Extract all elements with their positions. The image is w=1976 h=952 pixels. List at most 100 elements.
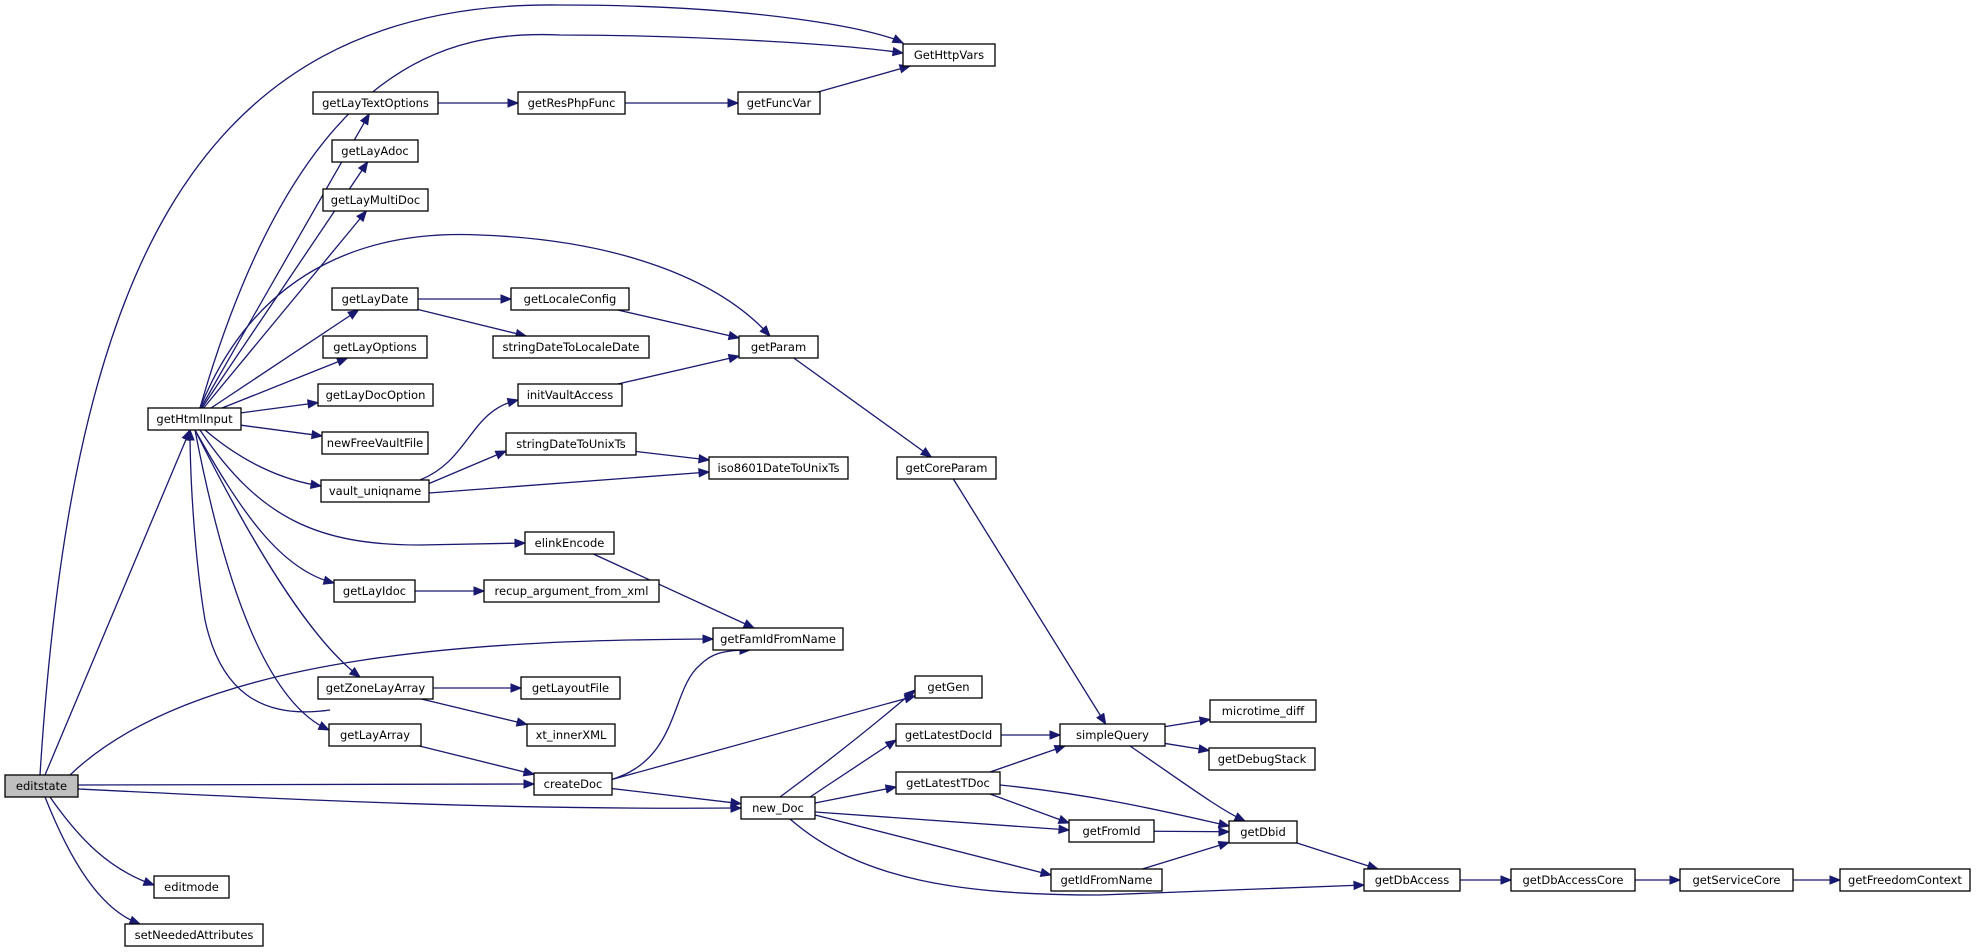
node-box[interactable] (153, 875, 230, 899)
node-editstate[interactable]: editstate (4, 774, 79, 798)
node-box[interactable] (333, 579, 416, 603)
node-getLayTextOptions[interactable]: getLayTextOptions (312, 91, 439, 115)
node-getLayoutFile[interactable]: getLayoutFile (520, 676, 621, 700)
node-box[interactable] (322, 335, 428, 359)
node-box[interactable] (1059, 723, 1166, 747)
node-box[interactable] (896, 456, 997, 480)
node-getFreedomContext[interactable]: getFreedomContext (1839, 868, 1971, 892)
edge-stringDateToUnixTs-to-iso8601DateToUnixTs (635, 450, 710, 461)
node-getGen[interactable]: getGen (914, 675, 983, 699)
node-recup_argument_from_xml[interactable]: recup_argument_from_xml (483, 579, 660, 603)
node-vault_uniqname[interactable]: vault_uniqname (320, 479, 430, 503)
node-getLayAdoc[interactable]: getLayAdoc (331, 139, 419, 163)
node-box[interactable] (331, 287, 419, 311)
node-getDbAccess[interactable]: getDbAccess (1363, 868, 1461, 892)
node-getLayDocOption[interactable]: getLayDocOption (317, 383, 434, 407)
node-getHtmlInput[interactable]: getHtmlInput (147, 407, 242, 431)
node-getResPhpFunc[interactable]: getResPhpFunc (517, 91, 626, 115)
node-initVaultAccess[interactable]: initVaultAccess (517, 383, 623, 407)
node-xt_innerXML[interactable]: xt_innerXML (526, 723, 616, 747)
node-getLayOptions[interactable]: getLayOptions (322, 335, 428, 359)
node-getLayIdoc[interactable]: getLayIdoc (333, 579, 416, 603)
node-getDbid[interactable]: getDbid (1228, 820, 1298, 844)
node-box[interactable] (737, 91, 821, 115)
node-box[interactable] (1839, 868, 1971, 892)
node-box[interactable] (124, 923, 264, 947)
node-simpleQuery[interactable]: simpleQuery (1059, 723, 1166, 747)
node-GetHttpVars[interactable]: GetHttpVars (902, 43, 996, 67)
node-editmode[interactable]: editmode (153, 875, 230, 899)
node-getFromId[interactable]: getFromId (1068, 819, 1155, 843)
node-getFamIdFromName[interactable]: getFamIdFromName (712, 627, 844, 651)
node-box[interactable] (517, 91, 626, 115)
node-box[interactable] (1363, 868, 1461, 892)
node-getLatestDocId[interactable]: getLatestDocId (895, 723, 1002, 747)
node-box[interactable] (317, 676, 434, 700)
node-getLayMultiDoc[interactable]: getLayMultiDoc (322, 188, 429, 212)
node-box[interactable] (492, 335, 650, 359)
node-getLayArray[interactable]: getLayArray (328, 723, 422, 747)
node-box[interactable] (1208, 747, 1316, 771)
node-box[interactable] (712, 627, 844, 651)
node-box[interactable] (321, 431, 429, 455)
node-box[interactable] (1050, 868, 1163, 892)
node-iso8601DateToUnixTs[interactable]: iso8601DateToUnixTs (708, 456, 849, 480)
node-getLayDate[interactable]: getLayDate (331, 287, 419, 311)
node-label: getLocaleConfig (524, 292, 617, 306)
node-box[interactable] (1209, 699, 1317, 723)
node-getLocaleConfig[interactable]: getLocaleConfig (510, 287, 630, 311)
edge-getParam-to-getCoreParam-arrowhead (919, 447, 933, 458)
node-box[interactable] (322, 188, 429, 212)
node-box[interactable] (738, 335, 819, 359)
node-box[interactable] (1228, 820, 1298, 844)
node-box[interactable] (4, 774, 79, 798)
node-label: getParam (751, 340, 806, 354)
node-getParam[interactable]: getParam (738, 335, 819, 359)
node-box[interactable] (902, 43, 996, 67)
node-stringDateToUnixTs[interactable]: stringDateToUnixTs (505, 432, 637, 456)
node-box[interactable] (520, 676, 621, 700)
node-getServiceCore[interactable]: getServiceCore (1679, 868, 1794, 892)
node-box[interactable] (533, 772, 613, 796)
node-box[interactable] (317, 383, 434, 407)
node-label: vault_uniqname (329, 484, 421, 498)
node-newFreeVaultFile[interactable]: newFreeVaultFile (321, 431, 429, 455)
node-box[interactable] (517, 383, 623, 407)
node-box[interactable] (320, 479, 430, 503)
node-setNeededAttributes[interactable]: setNeededAttributes (124, 923, 264, 947)
node-box[interactable] (895, 771, 1001, 795)
node-box[interactable] (526, 723, 616, 747)
node-box[interactable] (510, 287, 630, 311)
node-getFuncVar[interactable]: getFuncVar (737, 91, 821, 115)
node-box[interactable] (1679, 868, 1794, 892)
node-box[interactable] (505, 432, 637, 456)
node-box[interactable] (483, 579, 660, 603)
node-getDebugStack[interactable]: getDebugStack (1208, 747, 1316, 771)
node-box[interactable] (1068, 819, 1155, 843)
node-getZoneLayArray[interactable]: getZoneLayArray (317, 676, 434, 700)
node-box[interactable] (524, 531, 615, 555)
node-new_Doc[interactable]: new_Doc (740, 796, 816, 820)
edge-getLayArray-to-getHtmlInput (189, 429, 331, 713)
node-box[interactable] (740, 796, 816, 820)
node-stringDateToLocaleDate[interactable]: stringDateToLocaleDate (492, 335, 650, 359)
node-getDbAccessCore[interactable]: getDbAccessCore (1510, 868, 1636, 892)
edge-editstate-to-getFamIdFromName (69, 638, 714, 776)
node-microtime_diff[interactable]: microtime_diff (1209, 699, 1317, 723)
node-getCoreParam[interactable]: getCoreParam (896, 456, 997, 480)
node-box[interactable] (328, 723, 422, 747)
node-createDoc[interactable]: createDoc (533, 772, 613, 796)
node-box[interactable] (147, 407, 242, 431)
node-box[interactable] (312, 91, 439, 115)
node-getLatestTDoc[interactable]: getLatestTDoc (895, 771, 1001, 795)
node-elinkEncode[interactable]: elinkEncode (524, 531, 615, 555)
node-box[interactable] (914, 675, 983, 699)
edge-getHtmlInput-to-getLayMultiDoc (203, 210, 367, 409)
edge-new_Doc-to-getIdFromName-arrowhead (1039, 867, 1053, 878)
node-box[interactable] (708, 456, 849, 480)
node-box[interactable] (895, 723, 1002, 747)
node-box[interactable] (331, 139, 419, 163)
node-box[interactable] (1510, 868, 1636, 892)
node-getIdFromName[interactable]: getIdFromName (1050, 868, 1163, 892)
